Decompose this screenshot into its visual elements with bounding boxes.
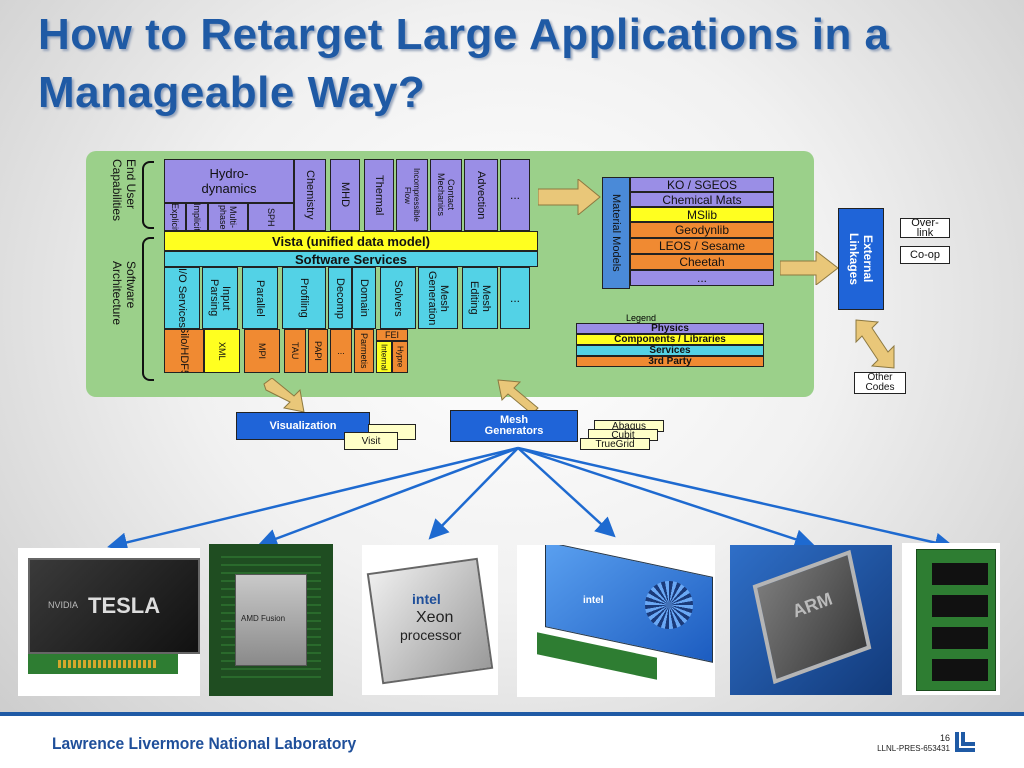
material-leos-sesame: LEOS / Sesame: [630, 238, 774, 254]
domain-box: Domain: [352, 267, 376, 329]
xeon-intel-label: intel: [412, 591, 441, 607]
material-ko-sgeos: KO / SGEOS: [630, 177, 774, 192]
xeon-processor-label: processor: [400, 627, 462, 643]
arrow-to-linkages-icon: [780, 251, 839, 285]
material-more: ...: [630, 270, 774, 286]
other-codes-box: Other Codes: [854, 372, 906, 394]
xeon-phi-image: intel: [517, 545, 715, 697]
software-arch-brace: [142, 237, 154, 381]
io-services-box: I/O Services: [164, 267, 200, 329]
legend-physics: Physics: [576, 323, 764, 334]
hypre-box: Hypre: [392, 341, 408, 373]
software-services-bar: Software Services: [164, 251, 538, 267]
other-codes-label: Other Codes: [865, 372, 895, 393]
tau-box: TAU: [284, 329, 306, 373]
hydrodynamics-label: Hydro-dynamics: [201, 166, 257, 196]
mesh-editing-box: Mesh Editing: [462, 267, 498, 329]
footer-bar: [0, 716, 1024, 768]
material-cheetah: Cheetah: [630, 254, 774, 270]
mhd-box: MHD: [330, 159, 360, 231]
multiphase-box: Multi-phase: [208, 203, 248, 231]
mesh-generators-box: Mesh Generators: [450, 410, 578, 442]
chemistry-box: Chemistry: [294, 159, 326, 231]
nvidia-label: NVIDIA: [48, 600, 79, 610]
overlink-label: Over-link: [911, 218, 939, 238]
explicit-box: Explicit: [164, 203, 186, 231]
silo-hdf5-box: Silo/HDF5: [164, 329, 204, 373]
input-parsing-box: Input Parsing: [202, 267, 238, 329]
legend-services: Services: [576, 345, 764, 356]
software-arch-label: Software Architecture: [110, 261, 138, 326]
page-number: 16: [939, 733, 950, 743]
external-linkages-box: External Linkages: [838, 208, 884, 310]
material-mslib: MSlib: [630, 207, 774, 222]
fei-box: FEI: [376, 329, 408, 341]
end-user-label: End User Capabilities: [110, 159, 138, 222]
lab-name: Lawrence Livermore National Laboratory: [52, 734, 357, 753]
advection-box: Advection: [464, 159, 498, 231]
retarget-arrows-icon: [107, 446, 955, 553]
phi-intel-label: intel: [583, 595, 604, 606]
mpi-box: MPI: [244, 329, 280, 373]
amd-label: AMD Fusion: [241, 614, 286, 623]
decomp-box: Decomp: [328, 267, 352, 329]
material-models-label: Material Models: [602, 177, 630, 289]
arrow-to-visualization-icon: [263, 378, 305, 413]
internal-box: Internal: [376, 341, 392, 373]
overlink-box: Over-link: [900, 218, 950, 238]
vista-bar: Vista (unified data model): [164, 231, 538, 251]
material-chemical-mats: Chemical Mats: [630, 192, 774, 207]
solvers-box: Solvers: [380, 267, 416, 329]
contact-mechanics-box: Contact Mechanics: [430, 159, 462, 231]
coop-box: Co-op: [900, 246, 950, 264]
mesh-generators-label: Mesh Generators: [484, 414, 544, 437]
legend-third-party: 3rd Party: [576, 356, 764, 367]
memory-module-image: [902, 543, 1000, 695]
slide-title: How to Retarget Large Applications in a …: [38, 10, 890, 117]
papi-box: PAPI: [308, 329, 328, 373]
thermal-box: Thermal: [364, 159, 394, 231]
amd-fusion-image: AMD Fusion: [209, 544, 333, 696]
end-user-brace: [142, 161, 154, 229]
tpl-more-box: ...: [330, 329, 352, 373]
legend-title: Legend: [626, 313, 657, 323]
profiling-box: Profiling: [282, 267, 326, 329]
physics-more-box: ...: [500, 159, 530, 231]
llnl-logo-icon: [955, 732, 975, 752]
nvidia-tesla-image: NVIDIA TESLA: [18, 548, 200, 696]
sph-box: SPH: [248, 203, 294, 231]
footer-divider: [0, 712, 1024, 716]
xeon-label: Xeon: [416, 609, 454, 626]
material-geodynlib: Geodynlib: [630, 222, 774, 238]
truegrid-box: TrueGrid: [580, 438, 650, 450]
implicit-box: Implicit: [186, 203, 208, 231]
parallel-box: Parallel: [242, 267, 278, 329]
hydrodynamics-box: Hydro-dynamics: [164, 159, 294, 203]
legend-components: Components / Libraries: [576, 334, 764, 345]
tesla-label: TESLA: [88, 593, 161, 618]
double-arrow-icon: [855, 319, 895, 369]
mesh-generation-box: Mesh Generation: [418, 267, 458, 329]
parmetis-box: Parmetis: [354, 329, 374, 373]
visit-box: Visit: [344, 432, 398, 450]
arm-chip-image: ARM: [730, 545, 892, 695]
services-more-box: ...: [500, 267, 530, 329]
xml-box: XML: [204, 329, 240, 373]
intel-xeon-image: intel Xeon processor: [362, 545, 498, 695]
arrow-to-materials-icon: [538, 179, 601, 215]
architecture-panel: End User Capabilities Software Architect…: [86, 151, 839, 397]
incompressible-flow-box: Incompressible Flow: [396, 159, 428, 231]
document-code: LLNL-PRES-653431: [877, 744, 950, 753]
